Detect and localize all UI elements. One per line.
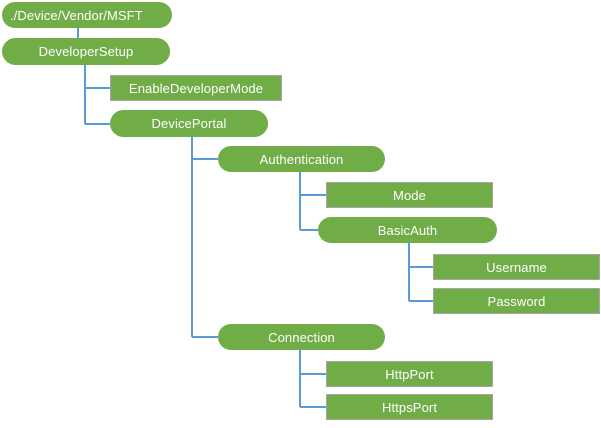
node-basicauth[interactable]: BasicAuth: [318, 217, 497, 243]
node-httpport[interactable]: HttpPort: [326, 361, 493, 387]
node-mode[interactable]: Mode: [326, 182, 493, 208]
node-password[interactable]: Password: [433, 288, 600, 314]
node-enabledevelopermode[interactable]: EnableDeveloperMode: [110, 75, 282, 101]
node-root[interactable]: ./Device/Vendor/MSFT: [2, 2, 172, 28]
node-authentication[interactable]: Authentication: [218, 146, 385, 172]
node-connection[interactable]: Connection: [218, 324, 385, 350]
node-deviceportal[interactable]: DevicePortal: [110, 110, 268, 137]
node-httpsport[interactable]: HttpsPort: [326, 394, 493, 420]
node-developersetup[interactable]: DeveloperSetup: [2, 38, 170, 65]
node-username[interactable]: Username: [433, 254, 600, 280]
